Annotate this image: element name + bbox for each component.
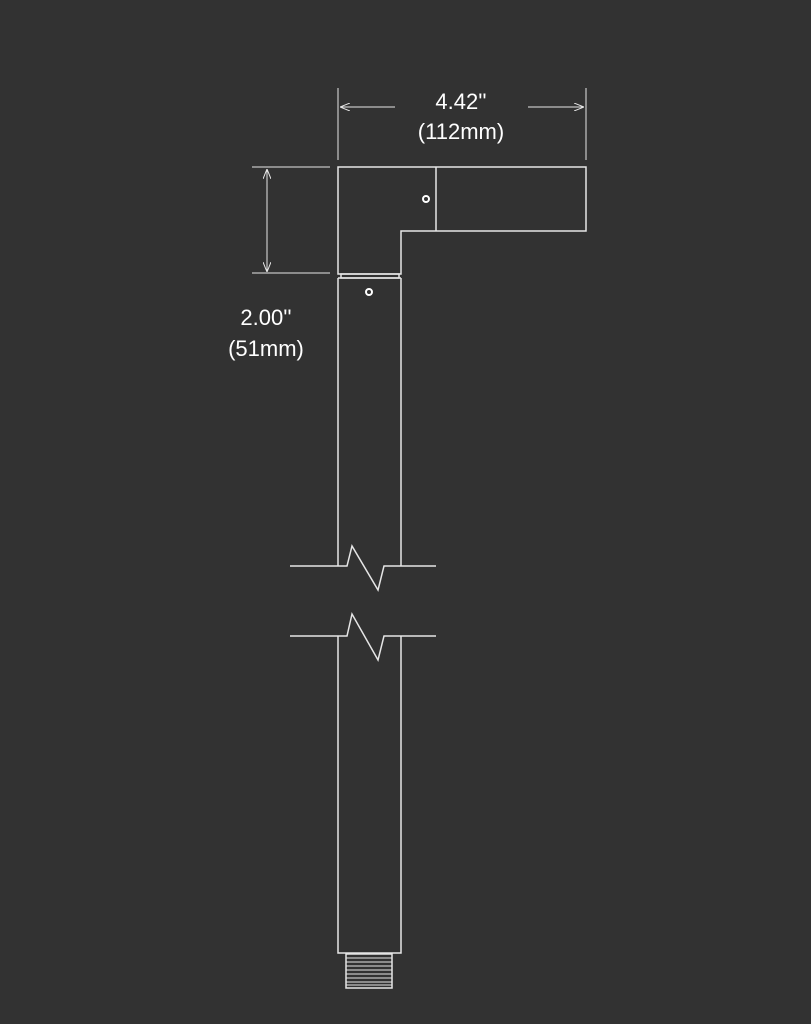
width-inches-label: 4.42'' [435, 89, 486, 114]
height-dimension: 2.00'' (51mm) [228, 166, 330, 361]
break-line-top [290, 544, 436, 592]
width-dimension: 4.42'' (112mm) [337, 88, 587, 160]
height-inches-label: 2.00'' [240, 305, 291, 330]
width-mm-label: (112mm) [418, 119, 504, 144]
break-line-bottom [290, 611, 436, 663]
fixture-head [337, 166, 587, 279]
screw-icon [365, 288, 373, 296]
threaded-fitting [345, 953, 393, 989]
screw-icon [422, 195, 430, 203]
height-mm-label: (51mm) [228, 336, 304, 361]
stem [290, 277, 436, 954]
